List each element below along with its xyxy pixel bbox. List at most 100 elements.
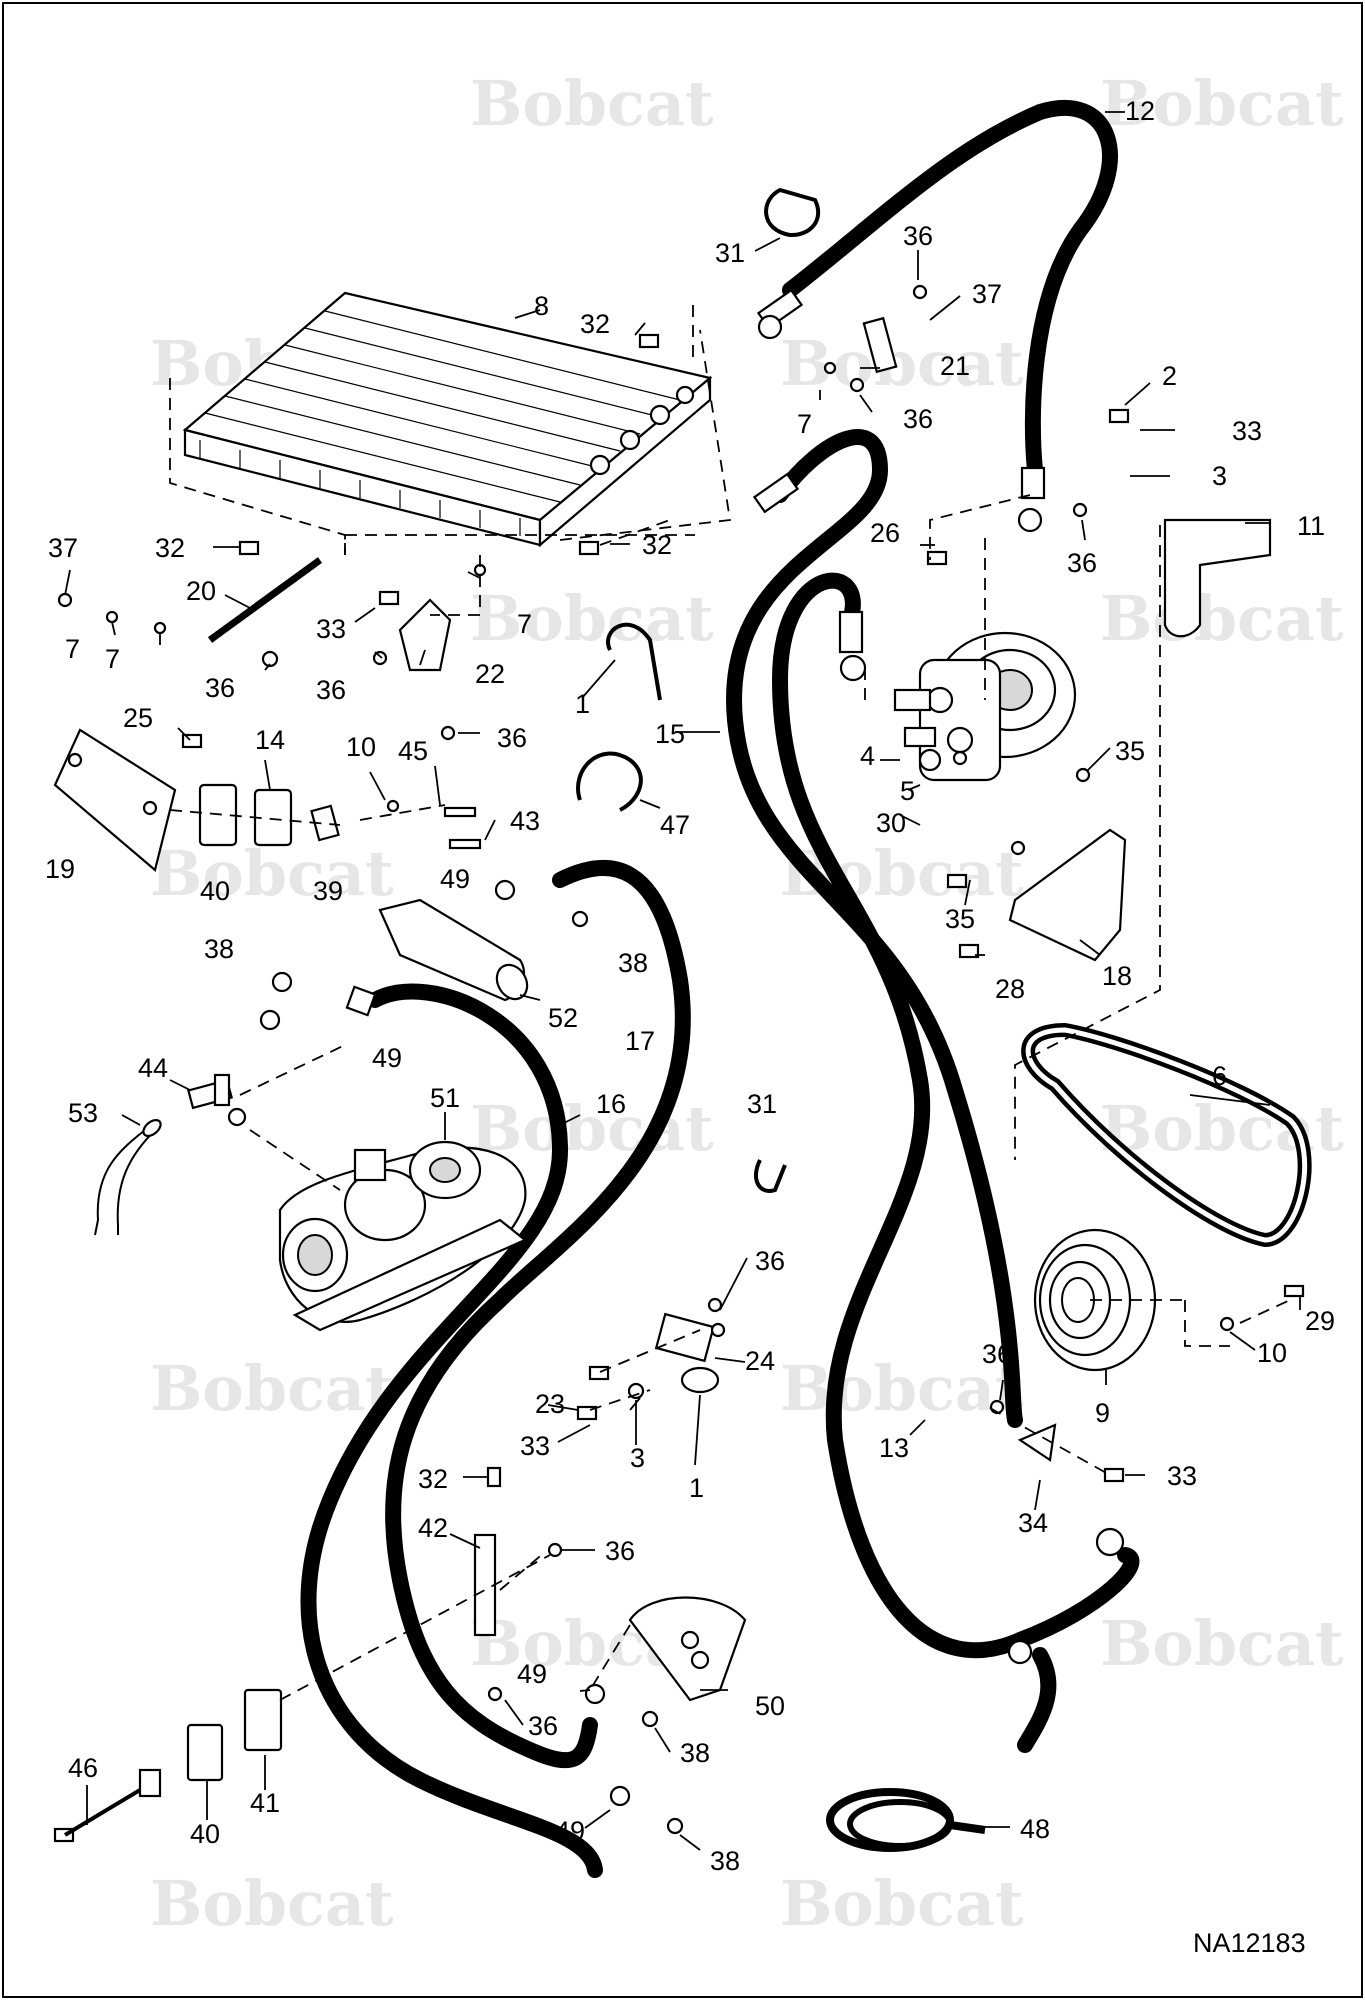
callout-20: 20 — [186, 576, 216, 606]
callout-37: 37 — [972, 279, 1002, 309]
callout-49: 49 — [555, 1816, 585, 1846]
fitting-nut — [757, 314, 783, 340]
callout-23: 23 — [535, 1389, 565, 1419]
clamp-part-47 — [576, 751, 643, 812]
callout-36: 36 — [497, 723, 527, 753]
watermark: Bobcat — [470, 582, 714, 655]
callout-38: 38 — [204, 934, 234, 964]
callout-7: 7 — [65, 634, 80, 664]
callout-36: 36 — [205, 673, 235, 703]
turbo-assembly-part-51 — [278, 1140, 528, 1332]
watermark: Bobcat — [1100, 582, 1344, 655]
callout-31: 31 — [747, 1089, 777, 1119]
callout-34: 34 — [1018, 1508, 1048, 1538]
watermark: Bobcat — [780, 327, 1024, 400]
callout-36: 36 — [903, 404, 933, 434]
callout-36: 36 — [903, 221, 933, 251]
callout-52: 52 — [548, 1003, 578, 1033]
watermark: Bobcat — [150, 837, 394, 910]
callout-33: 33 — [1167, 1461, 1197, 1491]
callout-25: 25 — [123, 703, 153, 733]
callout-1: 1 — [689, 1473, 704, 1503]
callout-3: 3 — [630, 1443, 645, 1473]
callout-9: 9 — [1095, 1398, 1110, 1428]
callout-24: 24 — [745, 1346, 775, 1376]
hardware-layer — [53, 284, 1305, 1843]
bracket-part-24 — [654, 1312, 715, 1363]
callout-18: 18 — [1102, 961, 1132, 991]
callout-36: 36 — [528, 1711, 558, 1741]
callout-40: 40 — [200, 876, 230, 906]
callout-32: 32 — [155, 533, 185, 563]
callout-22: 22 — [475, 659, 505, 689]
callout-53: 53 — [68, 1098, 98, 1128]
bracket-part-42 — [473, 1533, 497, 1637]
callout-31: 31 — [715, 238, 745, 268]
watermark: Bobcat — [780, 1867, 1024, 1940]
watermark: Bobcat — [470, 67, 714, 140]
callout-42: 42 — [418, 1513, 448, 1543]
callout-36: 36 — [316, 675, 346, 705]
callout-38: 38 — [618, 948, 648, 978]
callout-35: 35 — [1115, 736, 1145, 766]
condenser-dashed-outline — [169, 305, 732, 555]
callout-3: 3 — [1212, 461, 1227, 491]
clamp-part-31 — [764, 187, 821, 238]
fitting-nut — [1095, 1527, 1125, 1557]
clamp-part-31 — [754, 1159, 787, 1193]
hose-coil-part-48 — [826, 1788, 986, 1852]
callout-15: 15 — [655, 719, 685, 749]
callout-10: 10 — [346, 732, 376, 762]
callout-36: 36 — [982, 1339, 1012, 1369]
callout-17: 17 — [625, 1026, 655, 1056]
reference-code: NA12183 — [1193, 1928, 1306, 1958]
callout-7: 7 — [797, 409, 812, 439]
clamp-part-1 — [606, 622, 662, 701]
callout-29: 29 — [1305, 1306, 1335, 1336]
callout-13: 13 — [879, 1433, 909, 1463]
callout-11: 11 — [1297, 511, 1325, 541]
callout-36: 36 — [755, 1246, 785, 1276]
watermark: Bobcat — [1100, 67, 1344, 140]
callout-4: 4 — [860, 741, 875, 771]
bracket-part-21 — [862, 316, 898, 374]
hose-part-15 — [726, 429, 1023, 1428]
callout-14: 14 — [255, 725, 285, 755]
callout-7: 7 — [517, 609, 532, 639]
callout-48: 48 — [1020, 1814, 1050, 1844]
watermark: Bobcat — [150, 1867, 394, 1940]
clamp-blocks-part-40-41 — [138, 1688, 283, 1798]
callout-36: 36 — [605, 1536, 635, 1566]
fitting — [1020, 466, 1046, 500]
callout-33: 33 — [1232, 416, 1262, 446]
fitting — [752, 472, 800, 514]
callout-32: 32 — [580, 309, 610, 339]
callout-6: 6 — [1212, 1061, 1227, 1091]
callout-2: 2 — [1162, 361, 1177, 391]
watermark: Bobcat — [1100, 1607, 1344, 1680]
callout-36: 36 — [1067, 548, 1097, 578]
callout-33: 33 — [520, 1431, 550, 1461]
condenser-part-8 — [182, 291, 713, 548]
hose-part-13-tail — [1017, 1647, 1057, 1753]
callout-40: 40 — [190, 1819, 220, 1849]
bracket-part-11 — [1163, 518, 1272, 638]
callout-37: 37 — [48, 533, 78, 563]
fitting — [838, 610, 864, 654]
callout-38: 38 — [710, 1846, 740, 1876]
fitting-nut — [1017, 507, 1043, 533]
callout-28: 28 — [995, 974, 1025, 1004]
callout-35: 35 — [945, 904, 975, 934]
hose-part-17 — [385, 859, 691, 1769]
callout-32: 32 — [418, 1464, 448, 1494]
assembly-lines — [169, 494, 1291, 1701]
strap-part-20 — [207, 557, 323, 643]
callout-43: 43 — [510, 806, 540, 836]
callout-12: 12 — [1125, 96, 1155, 126]
callout-39: 39 — [313, 876, 343, 906]
fitting-nut — [839, 654, 867, 682]
watermark: Bobcat — [780, 1352, 1024, 1425]
